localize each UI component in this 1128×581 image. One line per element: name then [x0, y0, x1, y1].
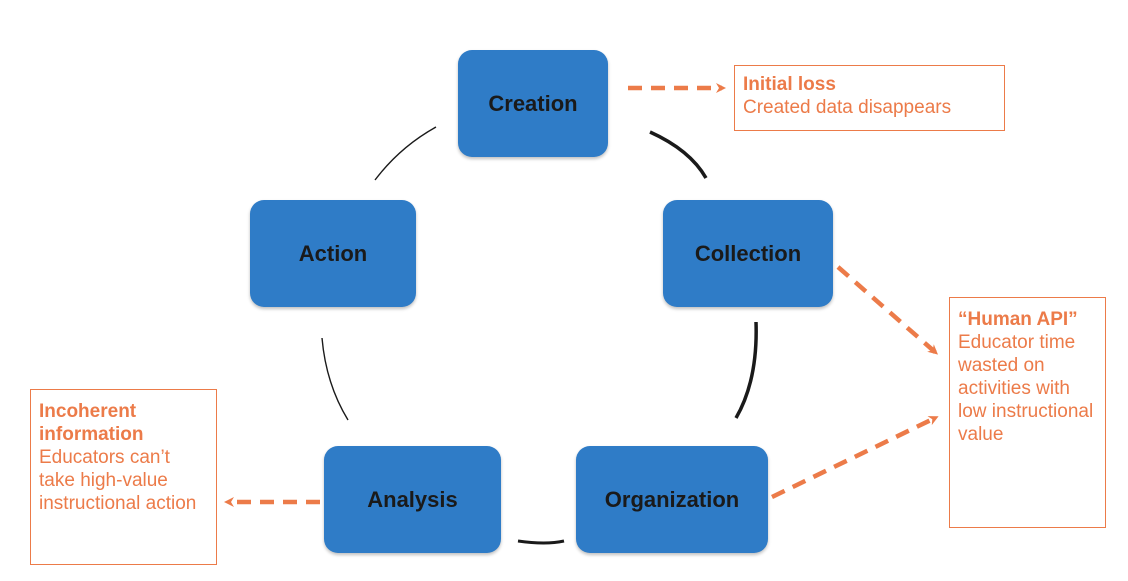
node-organization: Organization — [576, 446, 768, 553]
arrow-organization-to-human-api — [771, 415, 939, 500]
note-human-api-body: Educator time wasted on activities with … — [958, 332, 1094, 445]
note-human-api: “Human API” Educator time wasted on acti… — [949, 297, 1106, 528]
arc-analysis-action — [321, 337, 349, 421]
note-incoherent-title: Incoherent information — [39, 401, 144, 445]
note-initial-loss: Initial loss Created data disappears — [734, 65, 1005, 131]
note-human-api-title: “Human API” — [958, 309, 1078, 330]
arrow-to-human-api — [836, 265, 939, 355]
node-analysis: Analysis — [324, 446, 501, 553]
note-incoherent-body: Educators can’t take high-value instruct… — [39, 447, 197, 514]
node-creation: Creation — [458, 50, 608, 157]
arc-organization-analysis — [517, 539, 565, 545]
note-initial-loss-body: Created data disappears — [743, 97, 952, 118]
note-incoherent-information: Incoherent information Educators can’t t… — [30, 389, 217, 565]
note-initial-loss-title: Initial loss — [743, 74, 836, 95]
node-action: Action — [250, 200, 416, 307]
node-collection: Collection — [663, 200, 833, 307]
arc-collection-organization — [734, 321, 758, 419]
arc-action-creation — [374, 126, 437, 181]
arc-creation-collection — [649, 130, 708, 179]
